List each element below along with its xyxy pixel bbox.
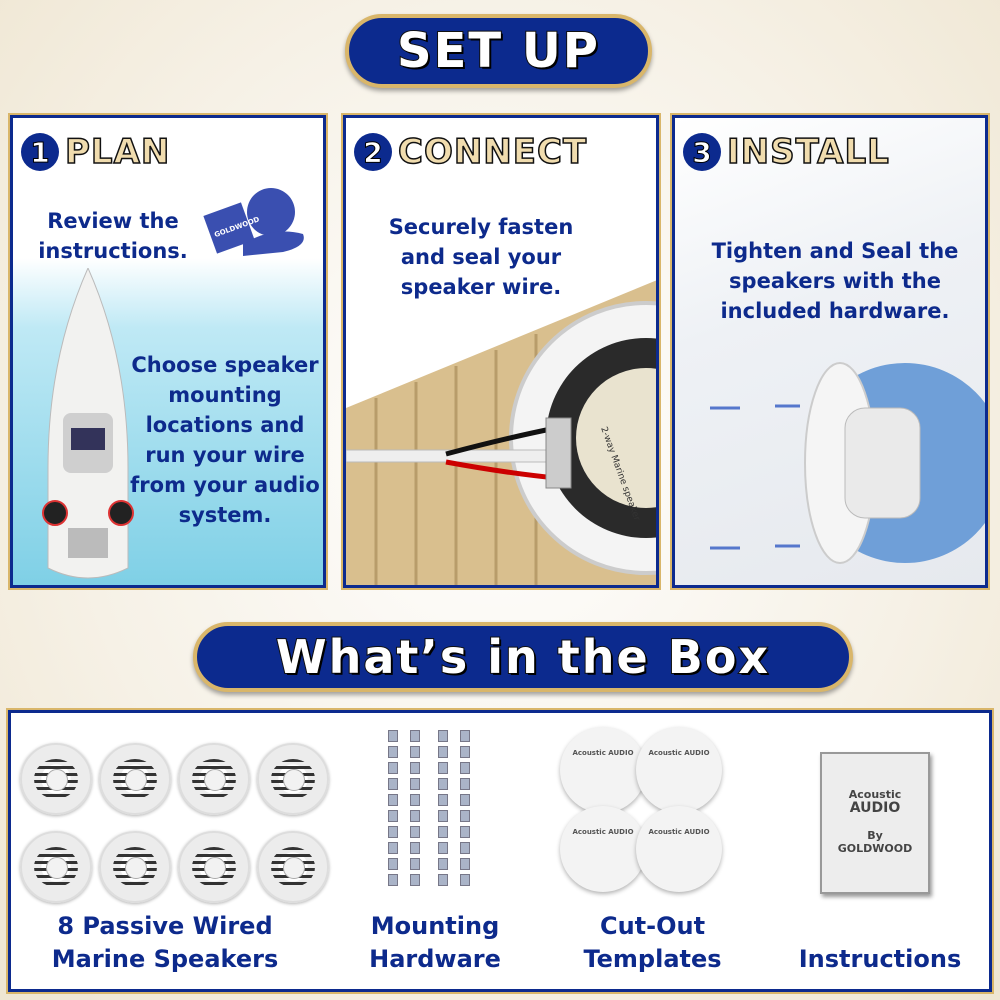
hardware-piece <box>438 794 448 806</box>
hardware-piece <box>460 794 470 806</box>
hardware-piece <box>410 810 420 822</box>
hardware-piece <box>438 810 448 822</box>
hardware-piece <box>438 874 448 886</box>
hardware-piece <box>438 762 448 774</box>
hardware-piece <box>388 858 398 870</box>
hardware-piece <box>410 794 420 806</box>
box-title: What’s in the Box <box>275 629 771 685</box>
step-text: Choose speaker mounting locations and ru… <box>130 353 320 527</box>
hardware-piece <box>460 826 470 838</box>
reading-person-icon: GOLDWOOD <box>203 188 304 256</box>
speaker <box>257 831 329 903</box>
cutout-template: Acoustic AUDIO <box>560 806 646 892</box>
hardware-piece <box>410 762 420 774</box>
speaker <box>257 743 329 815</box>
hardware-piece <box>410 730 420 742</box>
hardware-piece <box>410 826 420 838</box>
whats-in-the-box-banner: What’s in the Box <box>193 622 853 692</box>
speaker <box>20 831 92 903</box>
hardware-piece <box>460 746 470 758</box>
hardware-piece <box>438 858 448 870</box>
hardware-piece <box>460 810 470 822</box>
step-title: PLAN <box>64 131 171 173</box>
speaker <box>99 743 171 815</box>
hardware-piece <box>388 810 398 822</box>
hardware-piece <box>460 730 470 742</box>
hardware-piece <box>388 778 398 790</box>
hardware-piece <box>438 730 448 742</box>
hardware-piece <box>410 778 420 790</box>
hardware-piece <box>388 730 398 742</box>
step-text: Securely fasten and seal your speaker wi… <box>388 215 574 299</box>
boat-image <box>42 268 134 579</box>
cutout-template: Acoustic AUDIO <box>636 806 722 892</box>
step-number: 2 <box>354 133 392 171</box>
hardware-piece <box>410 746 420 758</box>
speaker <box>178 831 250 903</box>
hardware-piece <box>388 874 398 886</box>
step-text: Tighten and Seal the speakers with the i… <box>711 239 959 323</box>
hardware-piece <box>460 842 470 854</box>
setup-banner: SET UP <box>345 14 652 88</box>
speaker <box>20 743 92 815</box>
hardware-piece <box>460 874 470 886</box>
hardware-piece <box>388 762 398 774</box>
speaker-install-image <box>710 362 985 564</box>
hardware-piece <box>388 826 398 838</box>
step-number: 3 <box>683 133 721 171</box>
wiring-image: 2-way Marine speaker <box>346 280 656 585</box>
hardware-piece <box>460 778 470 790</box>
step-title: INSTALL <box>726 131 890 173</box>
hardware-piece <box>388 842 398 854</box>
hardware-piece <box>460 858 470 870</box>
step-number: 1 <box>21 133 59 171</box>
speaker <box>99 831 171 903</box>
item-label-instructions: Instructions <box>798 945 962 973</box>
hardware-piece <box>410 858 420 870</box>
hardware-piece <box>438 778 448 790</box>
hardware-piece <box>460 762 470 774</box>
cutout-template: Acoustic AUDIO <box>560 727 646 813</box>
instructions-booklet: Acoustic AUDIO By GOLDWOOD <box>820 752 930 894</box>
hardware-piece <box>410 874 420 886</box>
step-title: CONNECT <box>397 131 588 173</box>
hardware-piece <box>410 842 420 854</box>
cutout-template: Acoustic AUDIO <box>636 727 722 813</box>
hardware-piece <box>388 794 398 806</box>
step-text: Review the instructions. <box>38 209 188 263</box>
hardware-piece <box>438 826 448 838</box>
setup-title: SET UP <box>396 22 600 80</box>
speaker <box>178 743 250 815</box>
hardware-piece <box>438 746 448 758</box>
hardware-piece <box>438 842 448 854</box>
hardware-piece <box>388 746 398 758</box>
